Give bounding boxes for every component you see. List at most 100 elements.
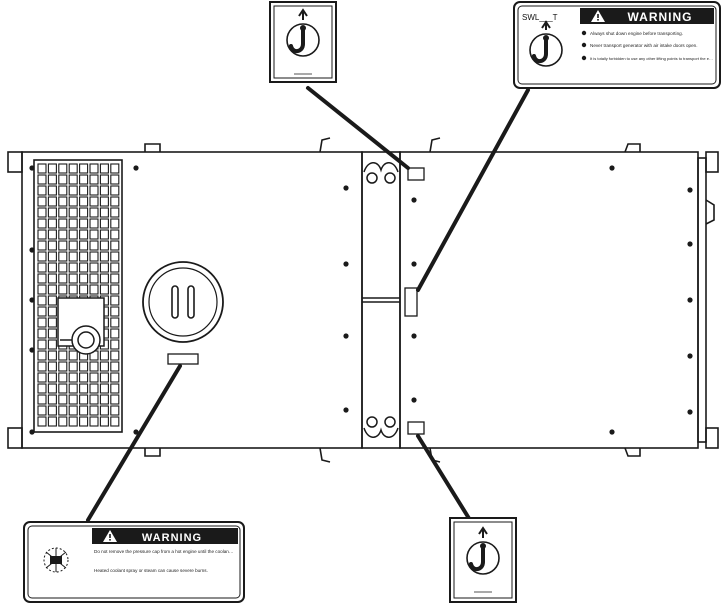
warning-triangle-icon — [591, 10, 605, 22]
grille-cell — [37, 350, 47, 361]
grille-cell — [68, 405, 78, 416]
grille-cell — [110, 361, 120, 372]
grille-cell — [110, 372, 120, 383]
warning-band — [92, 528, 238, 544]
grille-cell — [99, 361, 109, 372]
grille-cell — [58, 207, 68, 218]
rivet — [133, 429, 139, 435]
lift-point-decals — [167, 167, 425, 435]
grille-cell — [89, 361, 99, 372]
grille-cell — [99, 240, 109, 251]
warning-decal-small — [167, 353, 199, 365]
grille-cell — [47, 240, 57, 251]
grille-cell — [68, 383, 78, 394]
grille-cell — [58, 251, 68, 262]
rivet — [609, 429, 615, 435]
grille-cell — [79, 196, 89, 207]
grille-cell — [110, 240, 120, 251]
rivet — [29, 347, 35, 353]
grille-cell — [47, 196, 57, 207]
grille-cell — [37, 339, 47, 350]
grille-cell — [99, 174, 109, 185]
grille-cell — [110, 339, 120, 350]
grille-cell — [99, 405, 109, 416]
rivet — [609, 165, 615, 171]
grille-boss — [57, 297, 105, 355]
grille-cell — [47, 262, 57, 273]
grille-cell — [99, 350, 109, 361]
grille-cell — [58, 405, 68, 416]
grille-cell — [68, 284, 78, 295]
grille-cell — [58, 262, 68, 273]
grille-cell — [110, 262, 120, 273]
grille-cell — [47, 284, 57, 295]
grille-cell — [110, 207, 120, 218]
rivet — [687, 409, 693, 415]
grille-cell — [68, 163, 78, 174]
rivet — [411, 197, 417, 203]
grille-cell — [110, 196, 120, 207]
leader-bottom-left — [86, 364, 182, 522]
grille-cell — [37, 295, 47, 306]
grille-cell — [68, 240, 78, 251]
grille-cell — [79, 394, 89, 405]
grille-cell — [110, 416, 120, 427]
grille-cell — [110, 251, 120, 262]
grille-cell — [110, 218, 120, 229]
lifting-hook-icon — [529, 20, 563, 67]
grille-cell — [79, 284, 89, 295]
grille-cell — [58, 416, 68, 427]
grille-cell — [99, 251, 109, 262]
grille-cell — [37, 394, 47, 405]
grille-cell — [47, 295, 57, 306]
middle-hinge-column — [361, 151, 401, 449]
rivet — [343, 333, 349, 339]
grille-cell — [68, 196, 78, 207]
rivet — [29, 165, 35, 171]
warning-title-top-right: WARNING — [628, 10, 693, 24]
warning-line-2: Heated coolant spray or steam can cause … — [94, 568, 208, 573]
grille-cell — [37, 383, 47, 394]
grille-cell — [58, 185, 68, 196]
grille-cell — [89, 218, 99, 229]
grille-cell — [79, 383, 89, 394]
grille-cell — [47, 273, 57, 284]
grille-cell — [89, 262, 99, 273]
grille-cell — [110, 383, 120, 394]
grille-cell — [99, 196, 109, 207]
rivet — [411, 261, 417, 267]
grille-cell — [79, 218, 89, 229]
rivet — [29, 297, 35, 303]
warning-label-bottom-left: WARNING Do not remove the pressure cap f… — [23, 521, 245, 603]
grille-cell — [68, 229, 78, 240]
grille-cell — [99, 163, 109, 174]
rivet — [687, 297, 693, 303]
grille-cell — [58, 174, 68, 185]
grille-cell — [68, 361, 78, 372]
grille-cell — [99, 372, 109, 383]
grille-cell — [58, 229, 68, 240]
grille-cell — [99, 229, 109, 240]
grille-cell — [47, 174, 57, 185]
grille-cell — [79, 251, 89, 262]
grille-cell — [37, 284, 47, 295]
grille-cell — [89, 163, 99, 174]
grille-cell — [68, 350, 78, 361]
leader-top-right — [416, 88, 530, 292]
corner-foot-tl — [7, 151, 23, 173]
lifting-hook-icon — [286, 8, 320, 57]
warning-line-1: Always shut down engine before transport… — [590, 31, 683, 36]
grille-cell — [79, 163, 89, 174]
lift-decal-top — [407, 167, 425, 181]
grille-cell — [89, 394, 99, 405]
grille-cell — [37, 163, 47, 174]
rivet — [687, 353, 693, 359]
grille-cell — [47, 163, 57, 174]
corner-foot-tr — [705, 151, 719, 173]
grille-cell — [37, 218, 47, 229]
leader-bottom-right — [416, 434, 472, 522]
leader-lines — [86, 86, 530, 522]
grille-cell — [37, 372, 47, 383]
lifting-hook-label-top — [269, 1, 337, 83]
